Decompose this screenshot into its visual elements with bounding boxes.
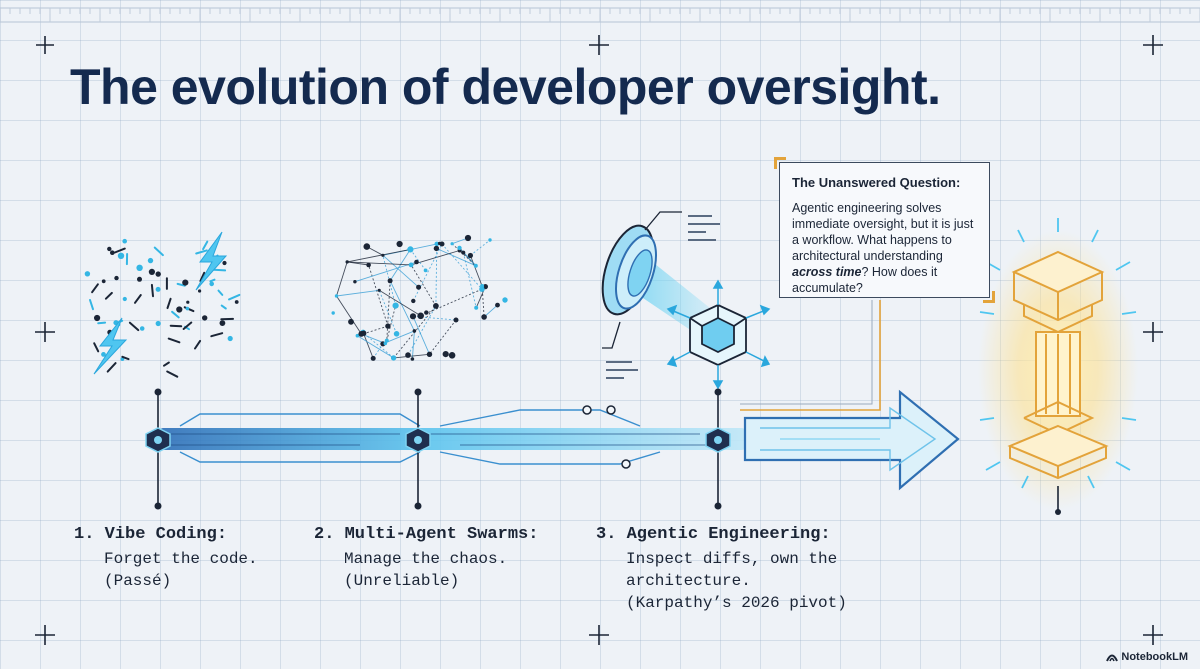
callout-emphasis: across time: [792, 265, 862, 279]
stage-heading: 1. Vibe Coding:: [74, 525, 228, 544]
crosshair-icon: [35, 322, 55, 342]
stage-agentic-engineering: 3. Agentic Engineering: Inspect diffs, o…: [596, 524, 847, 614]
crosshair-icon: [1143, 625, 1163, 645]
timeline: [145, 388, 960, 510]
golden-pillar-icon: [978, 218, 1138, 515]
timeline-node-icon: [405, 388, 431, 510]
callout-corner: [774, 157, 786, 169]
stage-heading: 2. Multi-Agent Swarms:: [314, 525, 539, 544]
stage-heading: 3. Agentic Engineering:: [596, 525, 831, 544]
stage-line: Manage the chaos.: [344, 550, 508, 568]
page-title: The evolution of developer oversight.: [70, 59, 941, 115]
callout-corner: [983, 291, 995, 303]
lens-cube-icon: [601, 211, 771, 390]
crosshair-icon: [36, 36, 54, 54]
brand-name: NotebookLM: [1121, 651, 1188, 663]
callout-title: The Unanswered Question:: [792, 175, 961, 190]
notebooklm-icon: [1106, 654, 1119, 662]
crosshair-marks: [35, 35, 1163, 645]
callout-connector: [740, 300, 881, 411]
stage-vibe-coding: 1. Vibe Coding: Forget the code. (Passé): [74, 524, 258, 592]
brand-logo: NotebookLM: [1106, 651, 1188, 663]
stage-line: (Passé): [104, 572, 172, 590]
stage-multi-agent-swarms: 2. Multi-Agent Swarms: Manage the chaos.…: [314, 524, 538, 592]
swarm-network-icon: [331, 234, 508, 361]
timeline-node-icon: [145, 388, 171, 510]
timeline-node-icon: [705, 388, 731, 510]
crosshair-icon: [589, 625, 609, 645]
stage-line: (Karpathy’s 2026 pivot): [626, 594, 847, 612]
stage-line: architecture.: [626, 572, 751, 590]
stage-line: Forget the code.: [104, 550, 258, 568]
lightning-icon: [93, 231, 228, 375]
timeline-arrow-icon: [743, 389, 960, 491]
crosshair-icon: [1143, 322, 1163, 342]
callout-body: Agentic engineering solves immediate ove…: [792, 200, 977, 296]
callout-body-end: ? How does it accumulate?: [792, 265, 938, 295]
callout-body-text: Agentic engineering solves immediate ove…: [792, 201, 974, 263]
crosshair-icon: [1143, 35, 1163, 55]
crosshair-icon: [589, 35, 609, 55]
crosshair-icon: [35, 625, 55, 645]
stage-line: (Unreliable): [344, 572, 460, 590]
unanswered-question-callout: The Unanswered Question: Agentic enginee…: [774, 157, 995, 303]
stage-line: Inspect diffs, own the: [626, 550, 838, 568]
ruler-ticks: [0, 8, 1200, 22]
spark-cluster-icon: [84, 238, 241, 378]
